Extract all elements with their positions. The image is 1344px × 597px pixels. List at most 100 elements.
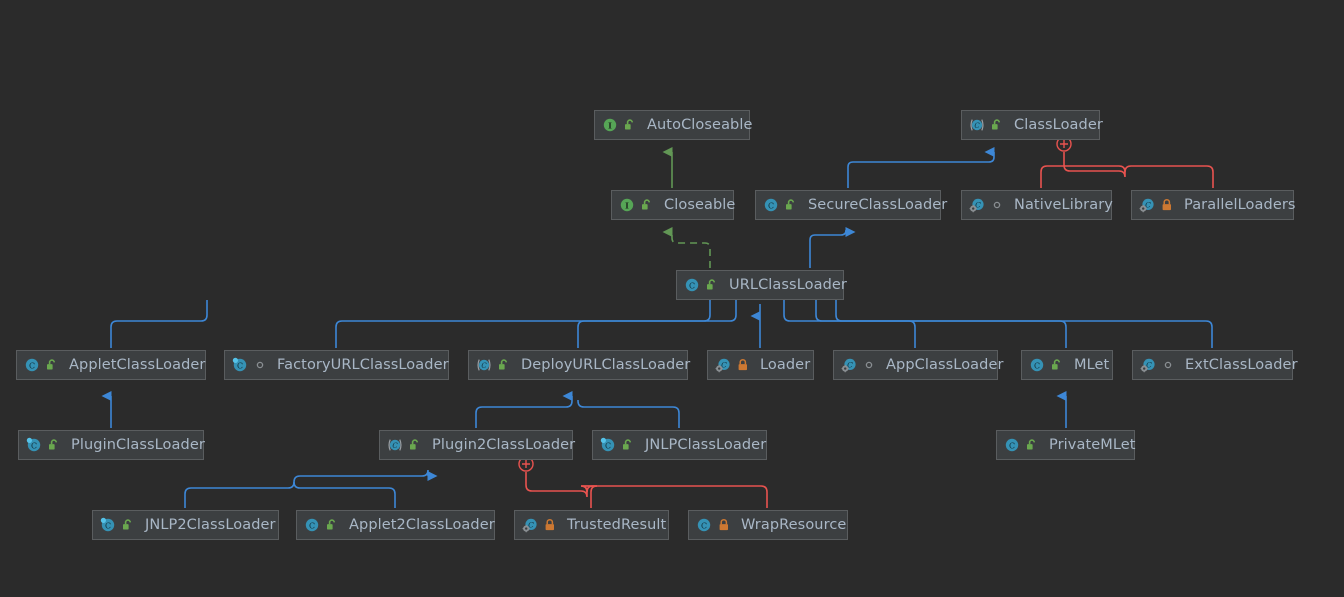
class-node-label: WrapResource — [741, 517, 847, 533]
class-node-plugin2classloader[interactable]: C Plugin2ClassLoader — [379, 430, 576, 460]
class-node-label: Applet2ClassLoader — [349, 517, 495, 533]
node-icons: C — [715, 357, 751, 373]
class-node-label: JNLPClassLoader — [645, 437, 767, 453]
class-node-label: AppletClassLoader — [69, 357, 206, 373]
node-icons: C — [100, 517, 136, 533]
class-node-extclassloader[interactable]: C ExtClassLoader — [1132, 350, 1298, 380]
class-node-privatemlet[interactable]: C PrivateMLet — [996, 430, 1135, 460]
edge-plugin2classloader-deployurlcl — [475, 391, 573, 428]
node-icons: C — [26, 437, 62, 453]
public-lock-icon — [46, 437, 62, 453]
svg-text:C: C — [974, 122, 980, 130]
svg-text:C: C — [1145, 200, 1151, 209]
private-lock-icon — [735, 357, 751, 373]
edge-urlclassloader-secureclassloader — [809, 227, 856, 268]
class-node-appclassloader[interactable]: C AppClassLoader — [833, 350, 1003, 380]
node-icons: C — [232, 357, 268, 373]
package-private-marker-icon — [989, 197, 1005, 213]
public-lock-icon — [496, 357, 512, 373]
svg-text:C: C — [701, 521, 707, 530]
class-node-label: ExtClassLoader — [1185, 357, 1298, 373]
class-node-urlclassloader[interactable]: C URLClassLoader — [676, 270, 847, 300]
public-lock-icon — [1024, 437, 1040, 453]
static-nested-icon: C — [841, 357, 857, 373]
class-node-parallelloaders[interactable]: C ParallelLoaders — [1131, 190, 1296, 220]
class-icon: C — [763, 197, 779, 213]
class-node-pluginclassloader[interactable]: C PluginClassLoader — [18, 430, 205, 460]
node-icons: C — [696, 517, 732, 533]
class-icon: C — [684, 277, 700, 293]
svg-text:C: C — [528, 520, 534, 529]
class-node-closeable[interactable]: I Closeable — [611, 190, 736, 220]
class-node-label: TrustedResult — [567, 517, 667, 533]
class-node-label: PrivateMLet — [1049, 437, 1136, 453]
node-icons: C — [387, 437, 423, 453]
class-node-trustedresult[interactable]: C TrustedResult — [514, 510, 669, 540]
static-nested-icon: C — [715, 357, 731, 373]
abstract-icon: C — [969, 117, 985, 133]
public-lock-icon — [989, 117, 1005, 133]
class-node-jnlpclassloader[interactable]: C JNLPClassLoader — [592, 430, 767, 460]
static-nested-icon: C — [1140, 357, 1156, 373]
svg-text:C: C — [847, 360, 853, 369]
class-icon: C — [696, 517, 712, 533]
class-node-factoryurlcl[interactable]: C FactoryURLClassLoader — [224, 350, 449, 380]
svg-text:I: I — [625, 200, 629, 210]
node-icons: C — [1004, 437, 1040, 453]
node-icons: C — [969, 197, 1005, 213]
class-node-label: Plugin2ClassLoader — [432, 437, 576, 453]
class-node-label: MLet — [1074, 357, 1110, 373]
node-icons: C — [24, 357, 60, 373]
svg-text:C: C — [1034, 361, 1040, 370]
class-node-label: Closeable — [664, 197, 736, 213]
class-node-label: AppClassLoader — [886, 357, 1004, 373]
class-node-label: NativeLibrary — [1014, 197, 1113, 213]
interface-icon: I — [619, 197, 635, 213]
node-icons: C — [600, 437, 636, 453]
edge-secureclassloader-classloader — [847, 147, 995, 188]
class-node-appletclassloader[interactable]: C AppletClassLoader — [16, 350, 206, 380]
class-node-label: URLClassLoader — [729, 277, 847, 293]
edge-factoryurlcl-urlclassloader — [335, 300, 711, 348]
private-lock-icon — [1159, 197, 1175, 213]
svg-text:C: C — [1009, 441, 1015, 450]
class-node-label: PluginClassLoader — [71, 437, 205, 453]
class-node-label: ClassLoader — [1014, 117, 1103, 133]
private-lock-icon — [542, 517, 558, 533]
class-node-deployurlcl[interactable]: C DeployURLClassLoader — [468, 350, 691, 380]
class-node-applet2classloader[interactable]: C Applet2ClassLoader — [296, 510, 495, 540]
node-icons: C — [1029, 357, 1065, 373]
class-node-label: FactoryURLClassLoader — [277, 357, 449, 373]
svg-text:C: C — [721, 360, 727, 369]
node-icons: I — [619, 197, 655, 213]
node-icons: C — [304, 517, 340, 533]
class-node-nativelibrary[interactable]: C NativeLibrary — [961, 190, 1113, 220]
public-lock-icon — [1049, 357, 1065, 373]
svg-text:C: C — [29, 361, 35, 370]
class-icon: C — [304, 517, 320, 533]
edge-appclassloader-urlclassloader — [783, 300, 916, 348]
svg-text:C: C — [309, 521, 315, 530]
package-private-marker-icon — [1160, 357, 1176, 373]
public-lock-icon — [639, 197, 655, 213]
static-nested-icon: C — [522, 517, 538, 533]
class-node-classloader[interactable]: C ClassLoader — [961, 110, 1103, 140]
node-icons: C — [476, 357, 512, 373]
class-node-wrapresource[interactable]: C WrapResource — [688, 510, 848, 540]
svg-text:C: C — [31, 441, 37, 450]
svg-text:C: C — [105, 521, 111, 530]
public-lock-icon — [44, 357, 60, 373]
class-node-mlet[interactable]: C MLet — [1021, 350, 1113, 380]
class-node-label: DeployURLClassLoader — [521, 357, 691, 373]
node-icons: C — [684, 277, 720, 293]
class-node-label: AutoCloseable — [647, 117, 753, 133]
edge-classloader-inner-classes — [1040, 152, 1214, 188]
public-lock-icon — [622, 117, 638, 133]
class-node-label: ParallelLoaders — [1184, 197, 1296, 213]
svg-text:C: C — [768, 201, 774, 210]
